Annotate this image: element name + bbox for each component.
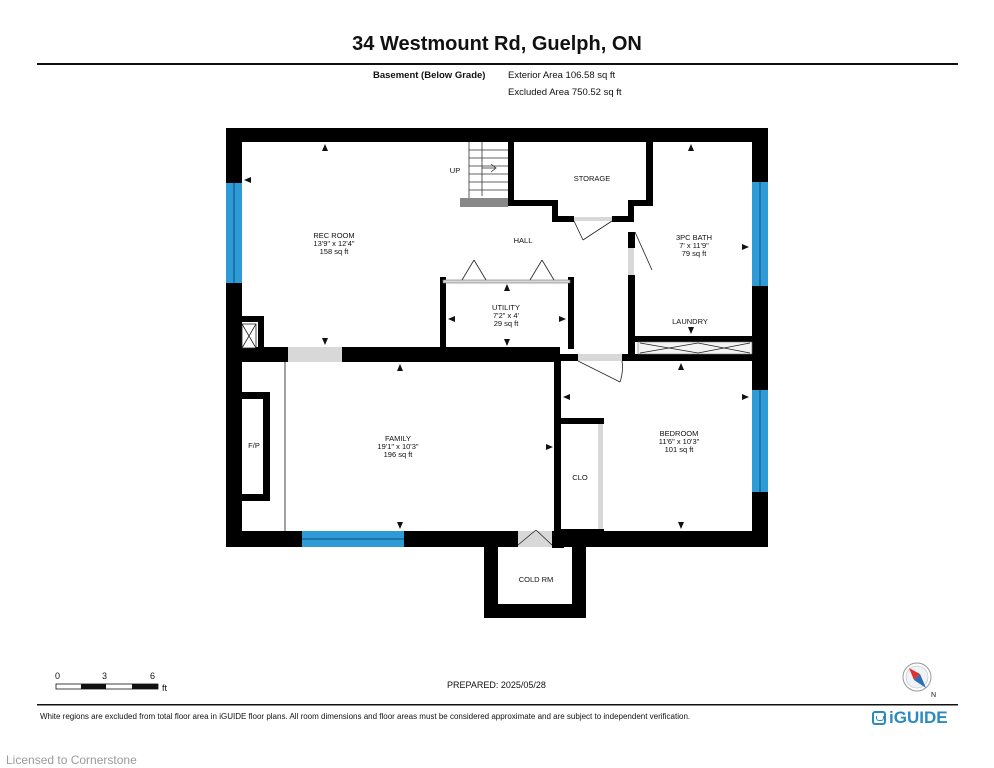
family-area: 196 sq ft <box>384 450 414 459</box>
storage-name: STORAGE <box>574 174 611 183</box>
family-name: FAMILY <box>385 434 411 443</box>
exterior-area: Exterior Area 106.58 sq ft <box>508 70 616 81</box>
prepared-date: PREPARED: 2025/05/28 <box>447 680 546 690</box>
rec-room-name: REC ROOM <box>313 231 354 240</box>
dimension-arrows <box>244 144 749 529</box>
bath-dims: 7' x 11'9" <box>679 241 709 250</box>
scale-bar <box>55 683 159 690</box>
mechanical-box <box>241 323 257 349</box>
utility-dims: 7'2" x 4' <box>493 311 520 320</box>
scale-tick-0: 0 <box>55 671 61 681</box>
stairs-up-label: UP <box>450 166 460 175</box>
level-label: Basement (Below Grade) <box>373 70 486 81</box>
bedroom-dims: 11'6" x 10'3" <box>659 437 700 446</box>
bedroom-area: 101 sq ft <box>665 445 695 454</box>
iguide-logo-text: iGUIDE <box>889 708 948 727</box>
scale-tick-3: 3 <box>102 671 108 681</box>
header-divider <box>37 63 958 65</box>
hall-name: HALL <box>514 236 533 245</box>
family-dims: 19'1" x 10'3" <box>377 442 418 451</box>
exterior-walls <box>226 128 768 547</box>
bedroom-name: BEDROOM <box>660 429 699 438</box>
utility-name: UTILITY <box>492 303 520 312</box>
fireplace-label: F/P <box>248 441 260 450</box>
compass-icon: N <box>902 662 936 699</box>
interior-walls <box>236 140 754 618</box>
rec-room-dims: 13'9" x 12'4" <box>313 239 354 248</box>
iguide-logo-icon <box>872 711 886 725</box>
excluded-area: Excluded Area 750.52 sq ft <box>508 87 622 98</box>
rec-room-area: 158 sq ft <box>320 247 350 256</box>
bath-name: 3PC BATH <box>676 233 712 242</box>
license-watermark: Licensed to Cornerstone <box>6 753 137 767</box>
scale-tick-6: 6 <box>150 671 156 681</box>
cold-room-name: COLD RM <box>519 575 554 584</box>
scale-unit: ft <box>162 683 168 693</box>
stairs <box>460 142 508 207</box>
closet-label: CLO <box>572 473 588 482</box>
bath-area: 79 sq ft <box>682 249 708 258</box>
laundry-name: LAUNDRY <box>672 317 708 326</box>
doors <box>288 217 753 547</box>
compass-north-label: N <box>931 692 936 699</box>
iguide-logo: iGUIDE <box>872 708 948 728</box>
page-title: 34 Westmount Rd, Guelph, ON <box>352 33 642 55</box>
utility-area: 29 sq ft <box>494 319 520 328</box>
disclaimer-text: White regions are excluded from total fl… <box>40 712 691 721</box>
